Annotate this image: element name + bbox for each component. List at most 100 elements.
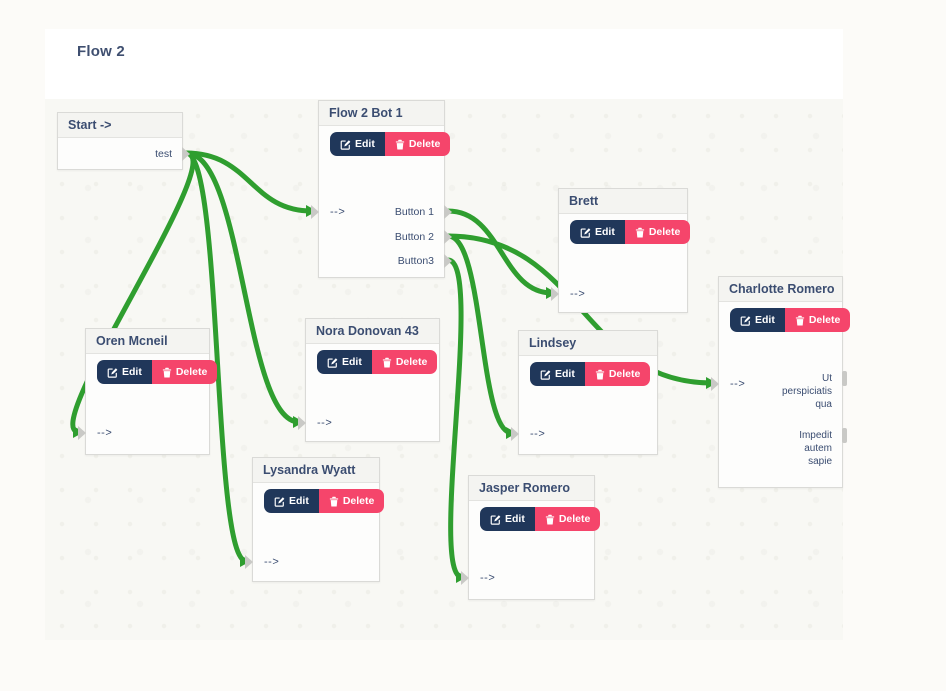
delete-button-label: Delete [808,314,841,326]
connection-bot1-lindsey[interactable] [445,233,515,436]
edit-pencil-icon [540,369,551,380]
flow-title-bar: Flow 2 [45,29,843,99]
output-label: test [155,148,172,160]
edit-button-label: Edit [355,138,375,150]
node-title: Brett [559,189,687,214]
node-title: Lindsey [519,331,657,356]
edit-button[interactable]: Edit [530,362,585,386]
connection-start-oren[interactable] [70,150,196,435]
input-label: --> [264,556,280,568]
output-label: Button 2 [394,231,434,243]
node-actions: Edit Delete [480,507,601,531]
delete-button-label: Delete [648,226,681,238]
edit-button[interactable]: Edit [317,350,372,374]
delete-button[interactable]: Delete [151,360,218,384]
input-port[interactable] [311,205,319,219]
output-port[interactable] [842,371,847,386]
input-port[interactable] [461,571,469,585]
node-title: Nora Donovan 43 [306,319,439,344]
flow-node-lindsey[interactable]: Lindsey Edit Delete --> [511,330,658,455]
input-port[interactable] [78,426,86,440]
connection-bot1-jasper[interactable] [445,257,465,580]
trash-icon [545,514,555,525]
connection-bot1-brett[interactable] [445,208,555,296]
flow-node-start[interactable]: Start -> test [57,112,190,170]
input-port[interactable] [298,416,306,430]
delete-button[interactable]: Delete [784,308,851,332]
edit-button-label: Edit [595,226,615,238]
page-title: Flow 2 [77,43,125,60]
input-port[interactable] [511,427,519,441]
edit-button-label: Edit [505,513,525,525]
node-actions: Edit Delete [264,489,385,513]
delete-button-label: Delete [395,356,428,368]
edit-pencil-icon [274,496,285,507]
edit-button-label: Edit [342,356,362,368]
output-port[interactable] [444,205,452,219]
trash-icon [162,367,172,378]
output-port[interactable] [444,230,452,244]
input-port[interactable] [245,555,253,569]
node-title: Oren Mcneil [86,329,209,354]
output-label: Button3 [397,255,434,267]
node-actions: Edit Delete [317,350,438,374]
edit-button[interactable]: Edit [264,489,319,513]
delete-button-label: Delete [342,495,375,507]
delete-button[interactable]: Delete [384,132,451,156]
trash-icon [395,139,405,150]
delete-button[interactable]: Delete [584,362,651,386]
connection-start-nora[interactable] [183,150,302,425]
delete-button-label: Delete [408,138,441,150]
input-label: --> [97,427,113,439]
node-actions: Edit Delete [330,132,451,156]
flow-node-nora[interactable]: Nora Donovan 43 Edit Delete --> [298,318,440,442]
node-actions: Edit Delete [570,220,691,244]
trash-icon [329,496,339,507]
edit-pencil-icon [107,367,118,378]
input-label: --> [480,572,496,584]
edit-pencil-icon [490,514,501,525]
input-label: --> [330,206,346,218]
trash-icon [382,357,392,368]
trash-icon [635,227,645,238]
input-port[interactable] [551,287,559,301]
flow-node-oren[interactable]: Oren Mcneil Edit Delete --> [78,328,218,455]
output-port[interactable] [444,254,452,268]
edit-button-label: Edit [555,368,575,380]
edit-button[interactable]: Edit [97,360,152,384]
trash-icon [595,369,605,380]
edit-pencil-icon [580,227,591,238]
node-title: Jasper Romero [469,476,594,501]
delete-button[interactable]: Delete [624,220,691,244]
edit-button[interactable]: Edit [480,507,535,531]
trash-icon [795,315,805,326]
flow-node-lysandra[interactable]: Lysandra Wyatt Edit Delete --> [245,457,385,582]
output-label: Ut perspiciatis qua [781,373,832,410]
delete-button[interactable]: Delete [318,489,385,513]
node-actions: Edit Delete [730,308,851,332]
output-label: Impedit autem sapie [799,430,832,467]
connection-start-lysandra[interactable] [183,150,249,564]
node-title: Start -> [58,113,182,138]
edit-button[interactable]: Edit [330,132,385,156]
edit-button-label: Edit [755,314,775,326]
connection-start-bot1[interactable] [183,150,315,214]
node-actions: Edit Delete [530,362,651,386]
delete-button-label: Delete [175,366,208,378]
input-port[interactable] [711,377,719,391]
edit-pencil-icon [327,357,338,368]
edit-button[interactable]: Edit [570,220,625,244]
edit-button[interactable]: Edit [730,308,785,332]
delete-button[interactable]: Delete [371,350,438,374]
node-actions: Edit Delete [97,360,218,384]
flow-node-brett[interactable]: Brett Edit Delete --> [551,188,691,313]
flow-node-jasper[interactable]: Jasper Romero Edit Delete --> [461,475,601,600]
flow-node-charlotte[interactable]: Charlotte Romero Edit Delete -->Ut persp… [711,276,851,488]
output-port[interactable] [182,147,190,161]
output-port[interactable] [842,428,847,443]
edit-pencil-icon [740,315,751,326]
edit-pencil-icon [340,139,351,150]
delete-button[interactable]: Delete [534,507,601,531]
